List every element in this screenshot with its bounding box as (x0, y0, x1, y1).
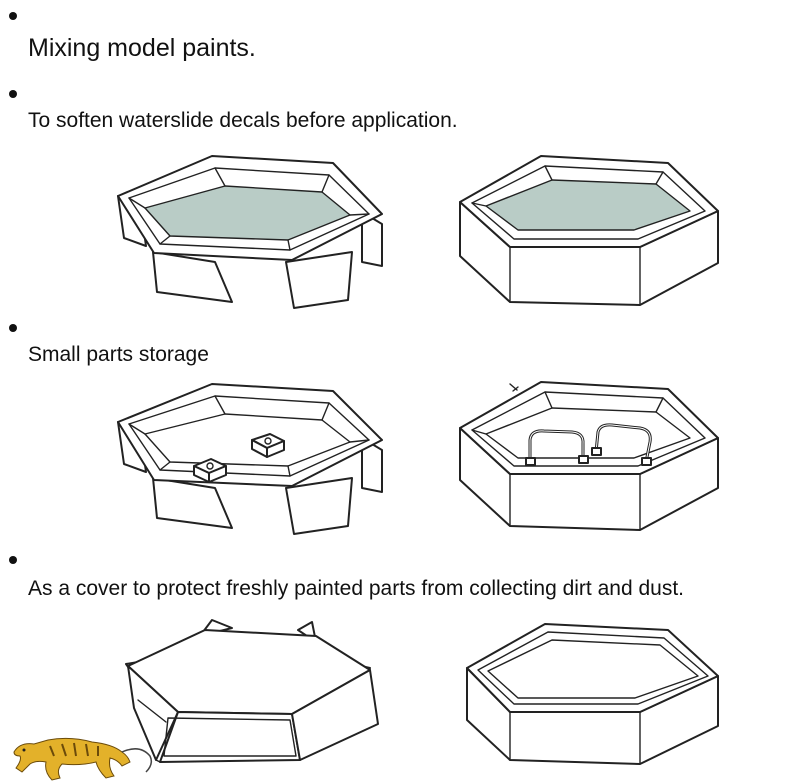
caption-parts-storage: Small parts storage (28, 343, 209, 366)
hex-tray-with-water-icon (459, 155, 719, 306)
hex-tray-with-sprue-parts-icon (459, 381, 719, 531)
bullet-1 (9, 12, 17, 20)
hex-tray-inverted-cover-icon (125, 619, 379, 763)
caption-soften-decals: To soften waterslide decals before appli… (28, 109, 458, 132)
hex-tray-with-small-parts-on-stand-icon (117, 383, 383, 535)
bullet-4 (9, 556, 17, 564)
bullet-2 (9, 90, 17, 98)
caption-mixing-paints: Mixing model paints. (28, 34, 256, 62)
hex-tray-with-water-on-stand-icon (117, 155, 383, 309)
hex-tray-lid-icon (466, 623, 719, 765)
tiger-logo-icon (13, 737, 153, 781)
bullet-3 (9, 324, 17, 332)
caption-dust-cover: As a cover to protect freshly painted pa… (28, 577, 684, 600)
